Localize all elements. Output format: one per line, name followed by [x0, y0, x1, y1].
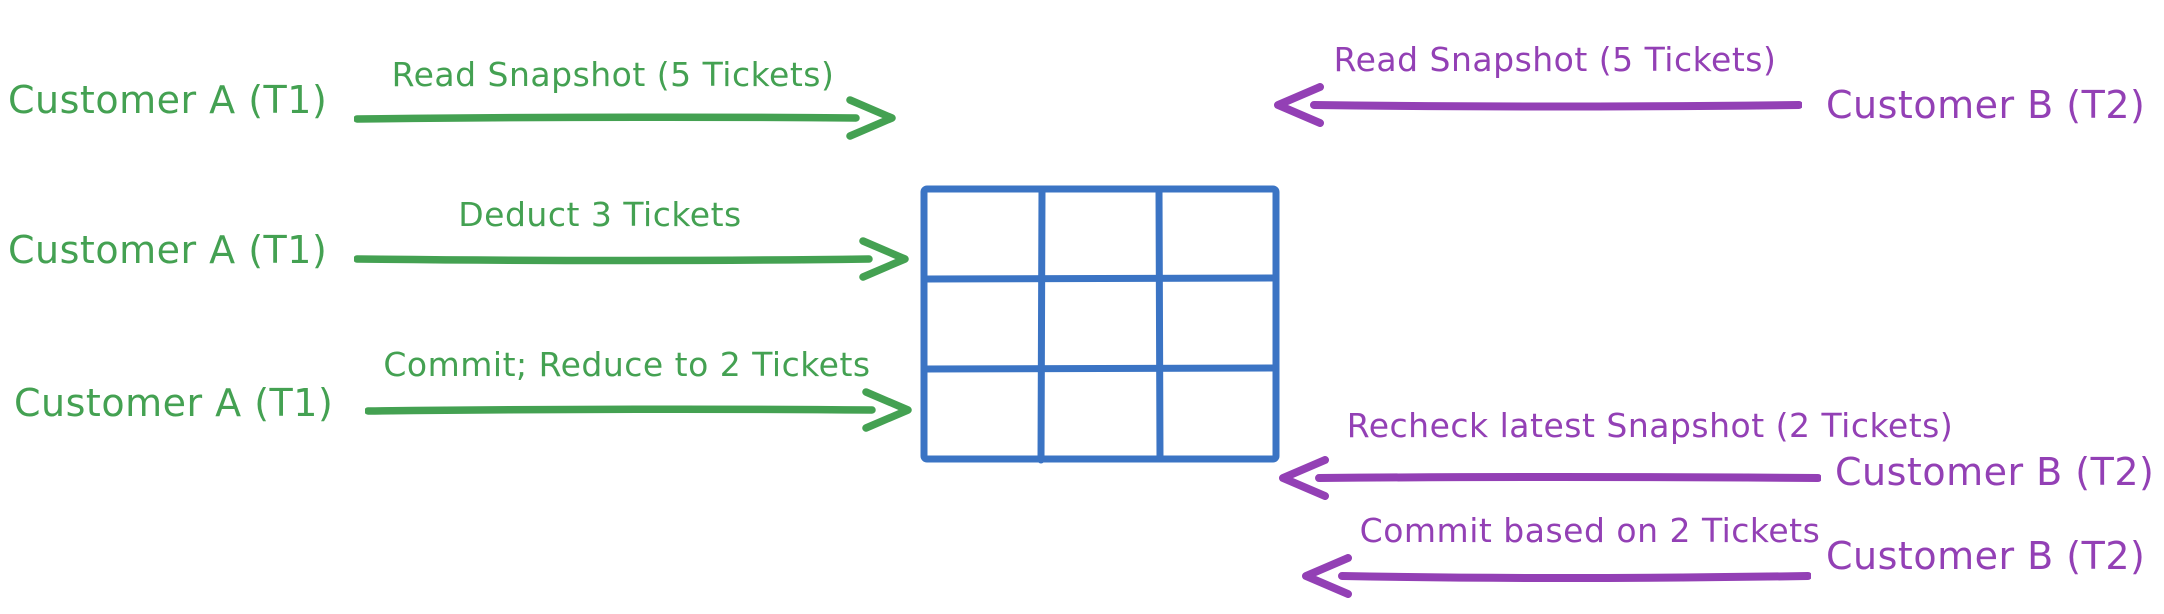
- arrow-right-icon: [354, 96, 896, 140]
- arrow-left-icon: [1302, 554, 1811, 598]
- arrow-left-icon: [1274, 83, 1802, 127]
- message-label: Read Snapshot (5 Tickets): [1333, 40, 1777, 79]
- actor-label-customer-a: Customer A (T1): [14, 381, 334, 425]
- message-label: Deduct 3 Tickets: [458, 195, 742, 234]
- actor-label-customer-a: Customer A (T1): [8, 78, 328, 122]
- message-label: Read Snapshot (5 Tickets): [391, 55, 835, 94]
- message-label: Recheck latest Snapshot (2 Tickets): [1346, 406, 1954, 445]
- arrow-left-icon: [1279, 456, 1821, 500]
- message-label: Commit; Reduce to 2 Tickets: [383, 345, 871, 384]
- arrow-right-icon: [365, 388, 912, 432]
- actor-label-customer-b: Customer B (T2): [1826, 83, 2146, 127]
- actor-label-customer-b: Customer B (T2): [1835, 450, 2155, 494]
- arrow-right-icon: [354, 237, 909, 281]
- message-label: Commit based on 2 Tickets: [1359, 511, 1821, 550]
- database-table: [920, 185, 1280, 464]
- actor-label-customer-a: Customer A (T1): [8, 228, 328, 272]
- actor-label-customer-b: Customer B (T2): [1826, 534, 2146, 578]
